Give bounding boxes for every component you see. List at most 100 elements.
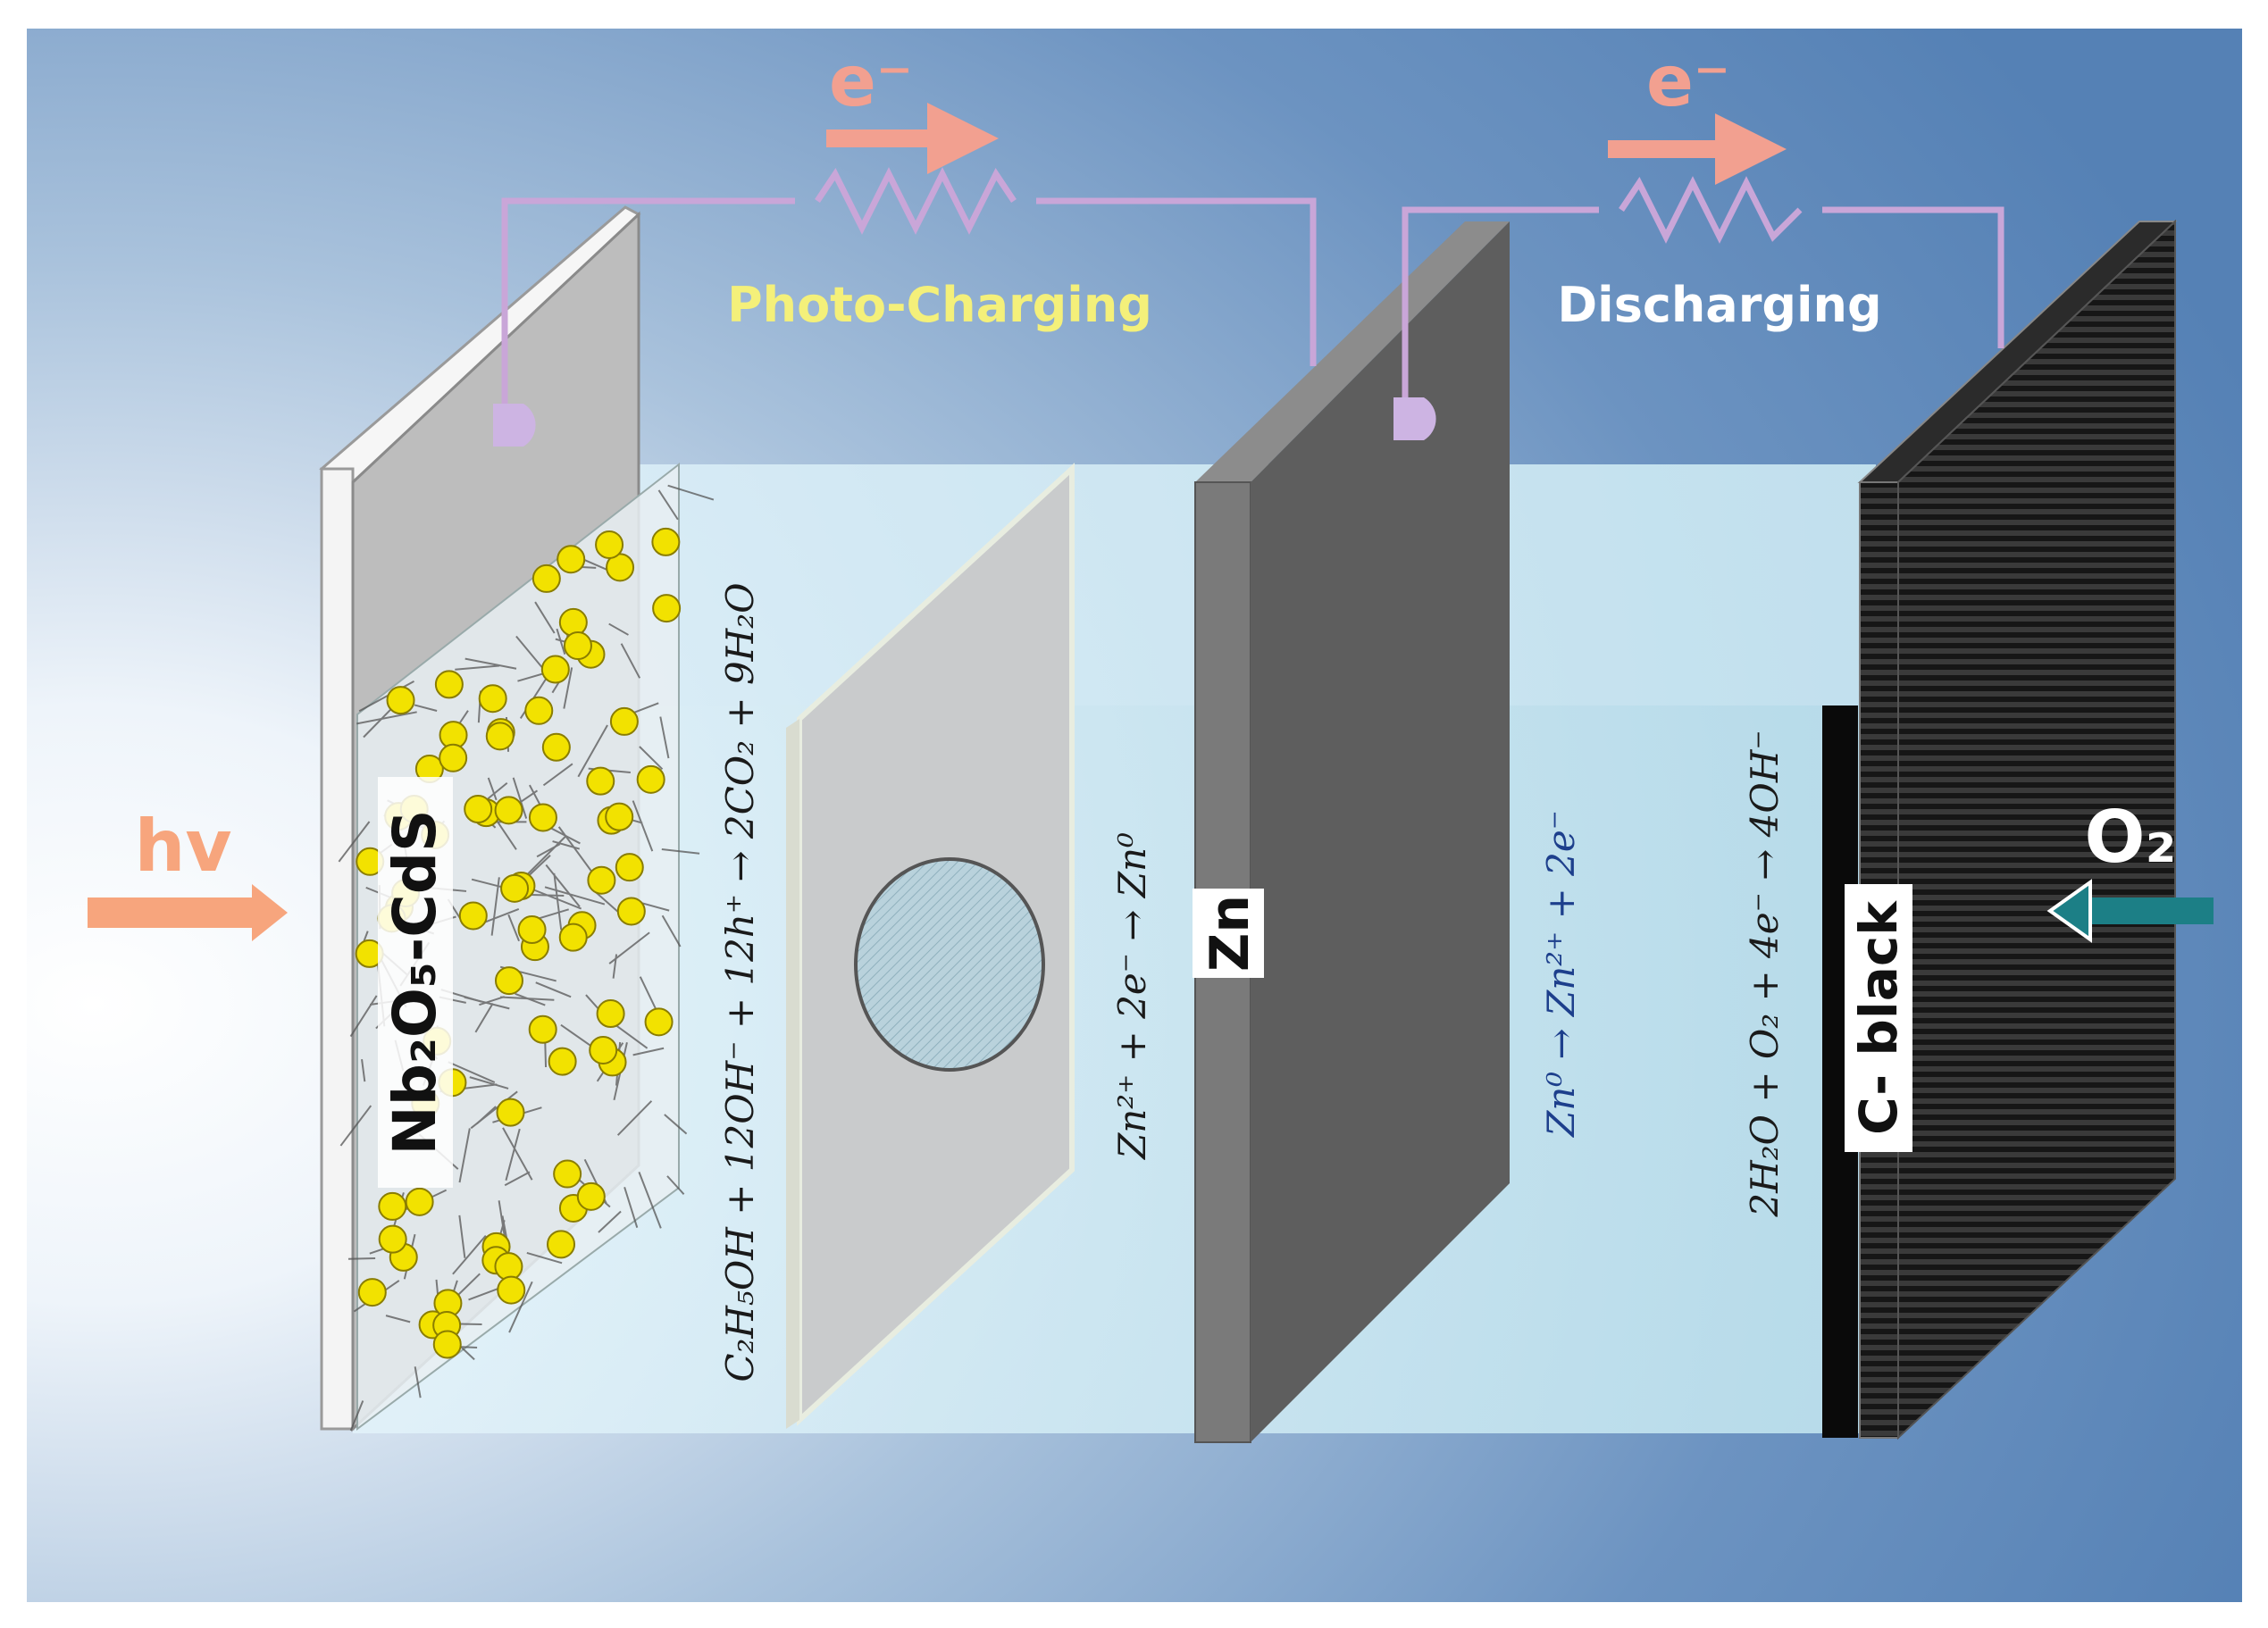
cds-particle bbox=[494, 1252, 523, 1282]
electron-label-right: e⁻ bbox=[1646, 42, 1730, 122]
cds-particle bbox=[596, 999, 625, 1029]
electron-label-left: e⁻ bbox=[829, 42, 913, 122]
nanowire bbox=[349, 1400, 364, 1432]
cds-particle bbox=[616, 897, 646, 926]
nanowire bbox=[455, 664, 500, 671]
nanowire bbox=[464, 657, 517, 670]
nanowire bbox=[361, 1059, 366, 1082]
nanowire bbox=[666, 1175, 685, 1195]
hv-label: hv bbox=[134, 805, 231, 888]
cds-particle bbox=[589, 1035, 618, 1064]
nanowire bbox=[659, 716, 670, 759]
photo-charging-circuit bbox=[501, 167, 1317, 433]
photo-charging-label: Photo-Charging bbox=[727, 277, 1152, 333]
cds-particle bbox=[378, 1191, 407, 1221]
nanowire bbox=[504, 1171, 531, 1187]
nanowire bbox=[414, 704, 438, 712]
nanowire bbox=[598, 1210, 622, 1233]
cds-particle bbox=[587, 865, 616, 895]
nanowire bbox=[476, 1106, 497, 1125]
cds-particle bbox=[586, 766, 615, 796]
left-clip bbox=[493, 404, 536, 447]
cds-particle bbox=[528, 1014, 557, 1044]
nanowire bbox=[623, 1187, 639, 1229]
cds-particle bbox=[497, 1275, 526, 1305]
nanowire bbox=[349, 995, 378, 1038]
cds-particle bbox=[500, 873, 530, 903]
nanowire bbox=[557, 826, 596, 877]
cds-particle bbox=[524, 696, 554, 725]
cds-particle bbox=[553, 1159, 582, 1189]
nanowire bbox=[526, 886, 582, 910]
zn-oxidation-equation: Zn⁰ → Zn²⁺ + 2e⁻ bbox=[1539, 810, 1583, 1139]
discharging-circuit bbox=[1402, 176, 2004, 438]
nanowire bbox=[358, 680, 414, 713]
cds-particle bbox=[432, 1330, 462, 1359]
cds-particle bbox=[558, 923, 588, 952]
cds-particle bbox=[615, 853, 644, 882]
cds-particle bbox=[558, 607, 588, 637]
nanowire bbox=[553, 872, 563, 931]
nanowire bbox=[458, 1128, 471, 1183]
cds-particle bbox=[464, 795, 493, 824]
nanowire bbox=[577, 724, 608, 778]
cds-particle bbox=[595, 530, 624, 559]
cds-particle bbox=[485, 722, 515, 751]
nanowire bbox=[479, 996, 505, 1006]
nanowire bbox=[661, 914, 682, 948]
nanowire bbox=[448, 1061, 496, 1083]
nanowire bbox=[474, 1003, 494, 1033]
oxygen-reduction-equation: 2H₂O + O₂ + 4e⁻ → 4OH⁻ bbox=[1743, 730, 1787, 1217]
cds-particle bbox=[576, 1181, 606, 1211]
nanowire bbox=[620, 643, 641, 679]
nanowire bbox=[505, 1128, 521, 1181]
nanowire bbox=[508, 1281, 533, 1333]
nanowire bbox=[544, 886, 606, 906]
nanowire bbox=[452, 1235, 487, 1275]
cds-particle bbox=[517, 915, 547, 945]
cds-particle bbox=[651, 527, 681, 556]
nanowire bbox=[563, 667, 573, 709]
cds-particle bbox=[378, 1224, 407, 1254]
nanowire bbox=[667, 484, 715, 501]
c-black-label: C- black bbox=[1848, 900, 1909, 1135]
cds-particle bbox=[563, 631, 592, 661]
cds-particle bbox=[531, 564, 561, 593]
nanowire bbox=[458, 1215, 466, 1258]
cds-particle bbox=[609, 706, 639, 736]
separator-window bbox=[854, 857, 1045, 1072]
nanowire bbox=[535, 981, 572, 998]
nanowire bbox=[632, 800, 654, 852]
cds-particle bbox=[605, 802, 634, 831]
nanowire bbox=[500, 996, 555, 1001]
nanowire bbox=[385, 1315, 411, 1323]
nanowire bbox=[487, 777, 498, 801]
zn-reduction-equation: Zn²⁺ + 2e⁻ → Zn⁰ bbox=[1110, 832, 1154, 1161]
nanowire bbox=[664, 1114, 688, 1135]
nanowire bbox=[536, 843, 561, 858]
cds-particle bbox=[478, 684, 507, 714]
nanowire bbox=[498, 1200, 506, 1240]
nanowire bbox=[469, 1076, 509, 1090]
cds-particle bbox=[494, 796, 523, 825]
nanowire bbox=[616, 1100, 653, 1136]
nanowire bbox=[556, 628, 566, 655]
right-clip bbox=[1393, 397, 1436, 440]
nanowire bbox=[526, 1251, 563, 1265]
cds-particle bbox=[548, 1047, 577, 1076]
cds-particle bbox=[547, 1230, 576, 1259]
nanowire bbox=[640, 902, 670, 912]
nanowire bbox=[632, 1047, 665, 1056]
nanowire bbox=[545, 864, 581, 908]
nanowire bbox=[661, 848, 700, 855]
cds-particle bbox=[636, 764, 665, 794]
nanowire bbox=[339, 1105, 372, 1147]
cds-particle bbox=[557, 545, 586, 574]
zn-electrode-top bbox=[1195, 221, 1510, 482]
nanowire bbox=[612, 954, 618, 979]
ethanol-oxidation-equation: C₂H₅OH + 12OH⁻ + 12h⁺ → 2CO₂ + 9H₂O bbox=[718, 582, 762, 1382]
nanowire bbox=[657, 489, 679, 521]
cds-particle bbox=[541, 732, 571, 762]
nanowire bbox=[515, 635, 544, 670]
